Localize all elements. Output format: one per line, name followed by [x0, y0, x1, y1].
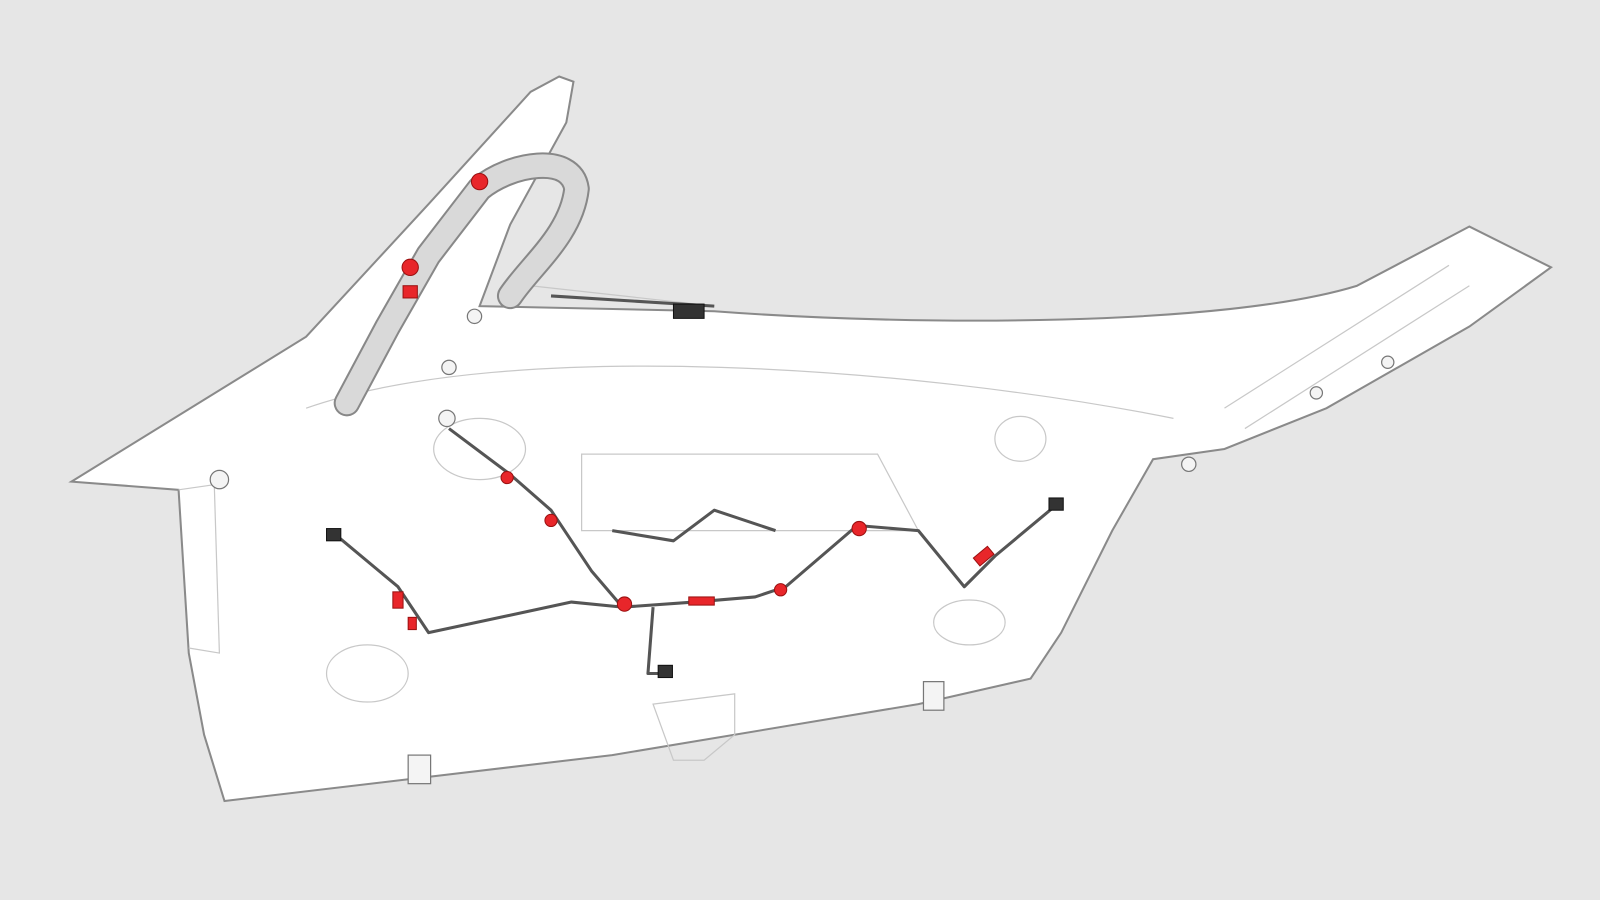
fasteners	[209, 308, 1395, 785]
highlighted-clips	[392, 172, 995, 631]
connectors	[326, 303, 1064, 679]
harness-conduit-edge	[335, 154, 588, 415]
panel-details	[178, 264, 1470, 761]
